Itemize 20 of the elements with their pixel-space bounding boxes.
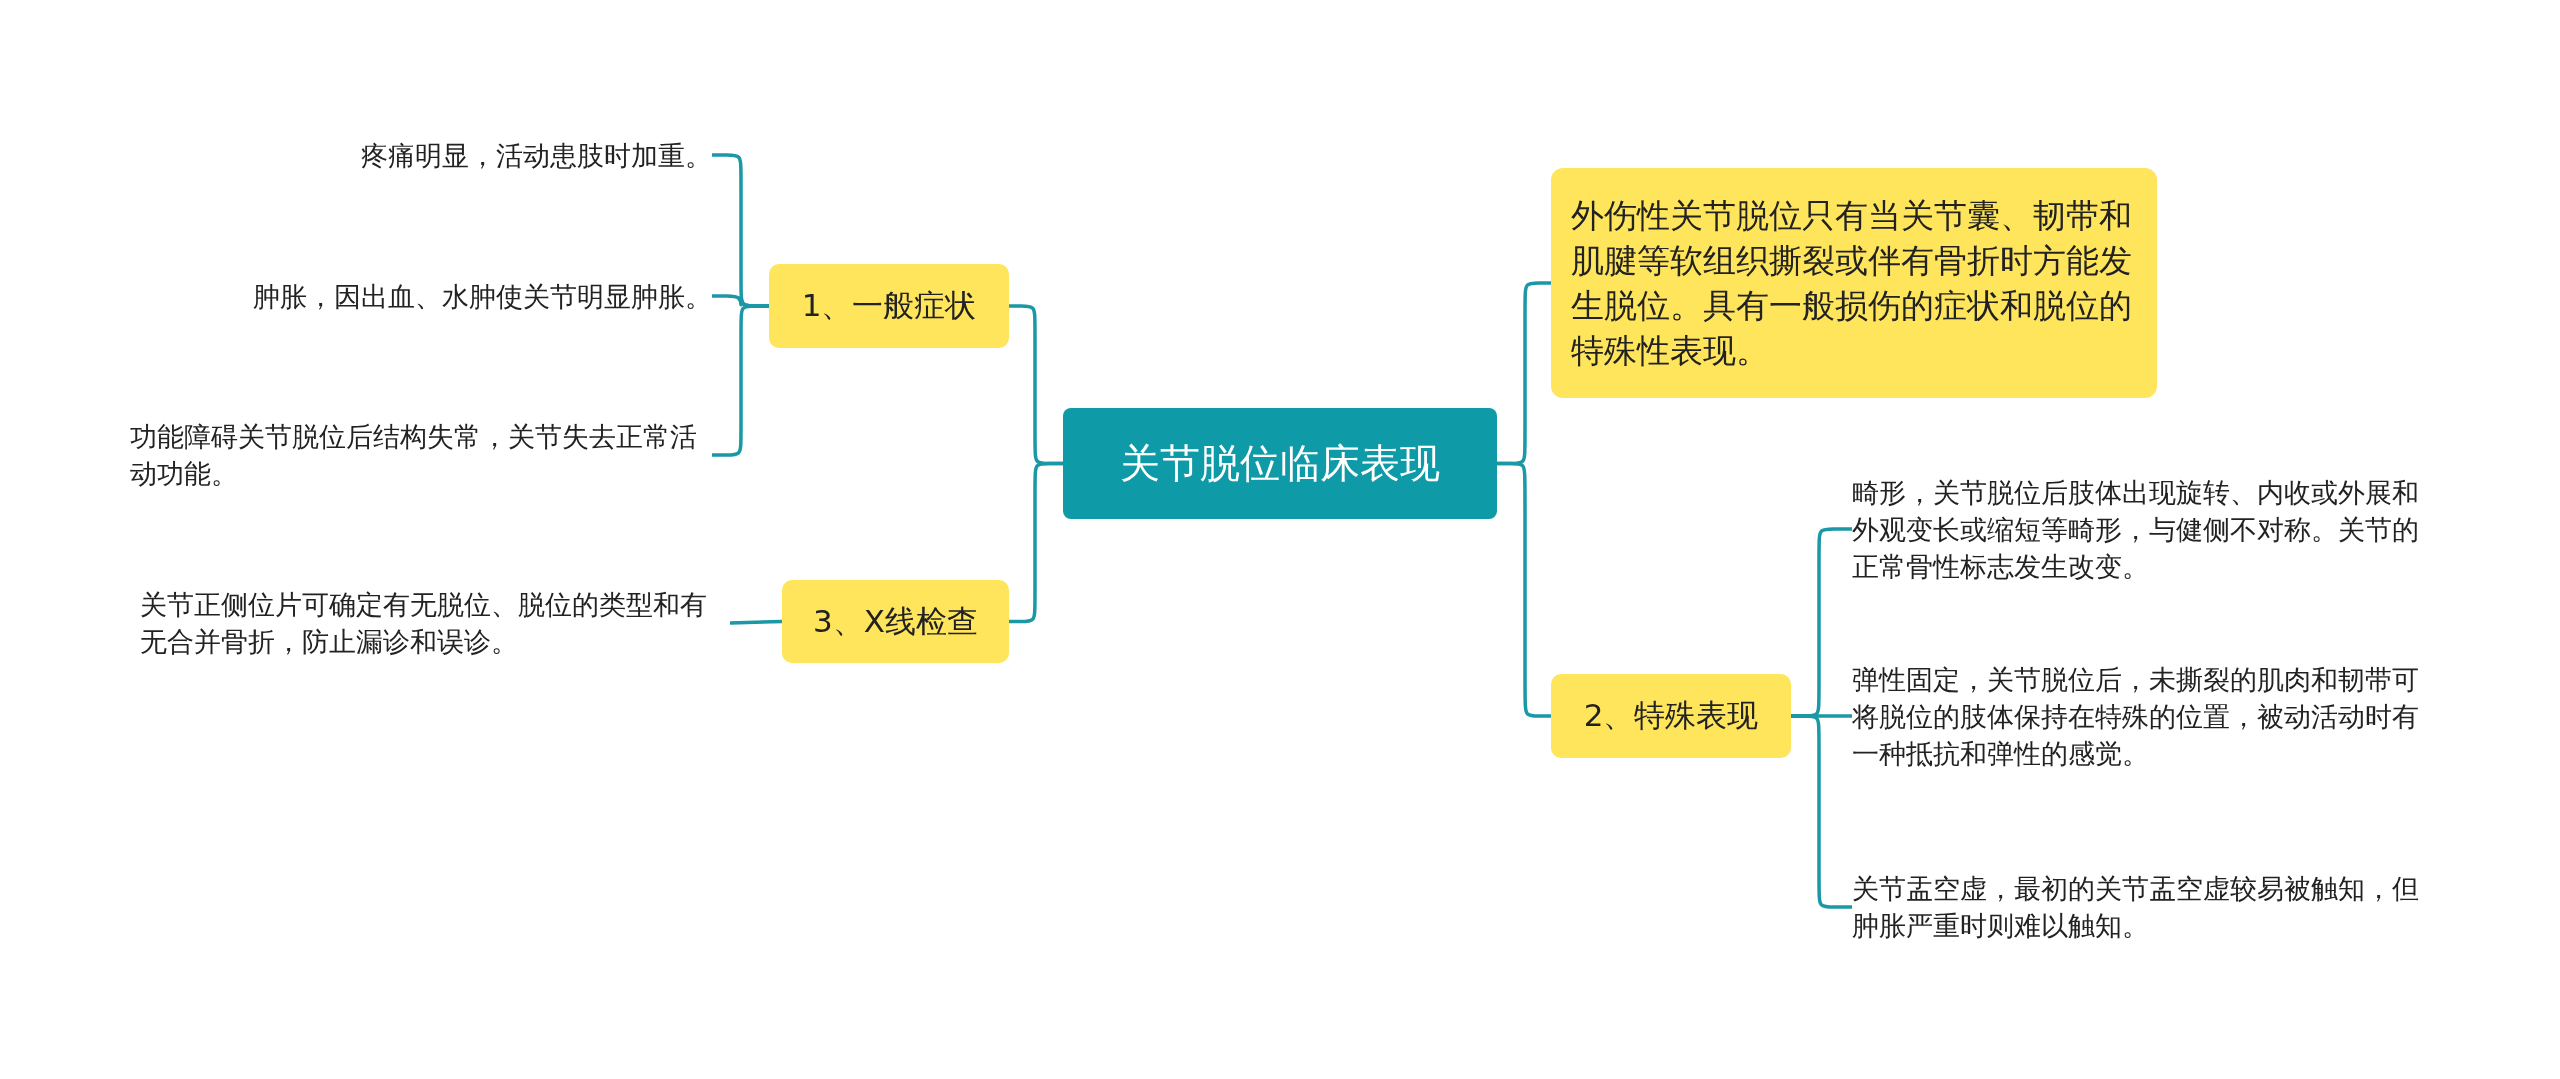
leaf-text: 疼痛明显，活动患肢时加重。: [361, 138, 712, 173]
leaf-text: 功能障碍关节脱位后结构失常，关节失去正常活动功能。: [130, 420, 698, 491]
branch-topic-box: [769, 264, 1009, 348]
note-box: [1551, 168, 2157, 398]
connector-line: [1009, 461, 1063, 624]
branch-topic-box: [1551, 674, 1791, 758]
leaf-text: 肿胀，因出血、水肿使关节明显肿胀。: [253, 279, 712, 314]
topic-text: 3、X线检查: [813, 601, 978, 641]
leaf-text: 关节正侧位片可确定有无脱位、脱位的类型和有无合并骨折，防止漏诊和误诊。: [140, 588, 708, 659]
branch-topic-box: [782, 580, 1009, 663]
central-topic-box: [1063, 408, 1497, 519]
topic-text: 关节脱位临床表现: [1120, 439, 1440, 488]
leaf-text: 弹性固定，关节脱位后，未撕裂的肌肉和韧带可将脱位的肢体保持在特殊的位置，被动活动时有一种抵抗和弹性的感觉。: [1852, 662, 2420, 771]
connector-line: [729, 619, 783, 625]
leaf-text: 关节盂空虚，最初的关节盂空虚较易被触知，但肿胀严重时则难以触知。: [1852, 872, 2420, 943]
topic-text: 1、一般症状: [801, 286, 977, 325]
topic-text: 外伤性关节脱位只有当关节囊、韧带和肌腱等软组织撕裂或伴有骨折时方能发生脱位。具有一般损伤的症状和脱位的特殊性表现。: [1571, 195, 2133, 372]
topic-text: 2、特殊表现: [1583, 696, 1759, 735]
connector-line: [1497, 461, 1551, 718]
leaf-text: 畸形，关节脱位后肢体出现旋转、内收或外展和外观变长或缩短等畸形，与健侧不对称。关节的正常骨性标志发生改变。: [1852, 475, 2420, 584]
